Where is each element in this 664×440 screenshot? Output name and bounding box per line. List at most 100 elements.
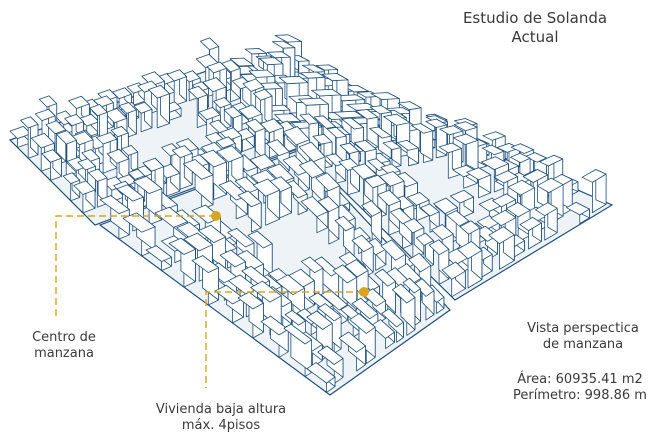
building-roof [343, 85, 369, 93]
centro-callout-line [55, 215, 216, 318]
building-roof [519, 216, 542, 232]
building [252, 178, 281, 226]
building-roof [300, 71, 326, 79]
building-roof [425, 118, 448, 128]
vivienda-callout-dot [359, 287, 369, 297]
building-roof [221, 59, 241, 73]
building-roof [38, 95, 58, 108]
building [396, 139, 419, 167]
building-roof [505, 201, 531, 218]
building [364, 237, 387, 271]
building-roof [492, 193, 516, 208]
vivienda-line-1: Vivienda baja altura [155, 402, 287, 417]
vivienda-line-2: máx. 4pisos [181, 418, 261, 433]
building-roof [419, 203, 440, 217]
building-roof [361, 200, 382, 217]
building [168, 237, 196, 288]
building-roof [275, 274, 305, 296]
building-roof [197, 224, 227, 244]
building-roof [355, 109, 379, 120]
building-roof [351, 234, 374, 253]
building-roof [183, 232, 213, 252]
building-roof [482, 131, 506, 141]
building-roof [466, 167, 492, 181]
building-roof [351, 297, 379, 320]
building-roof [312, 133, 333, 145]
building-roof [317, 345, 344, 365]
building-roof [341, 117, 364, 130]
building [133, 101, 153, 133]
building [338, 331, 366, 372]
building-roof [213, 97, 232, 109]
building-roof [299, 113, 319, 125]
building-roof [510, 143, 534, 154]
building-roof [237, 291, 264, 310]
building-roof [509, 152, 531, 164]
building [428, 239, 450, 285]
building-roof [77, 158, 96, 171]
building [166, 69, 188, 106]
building [382, 140, 402, 169]
building-roof [339, 142, 360, 155]
building-roof [441, 261, 466, 280]
building-roof [383, 113, 411, 126]
building-roof [198, 107, 221, 121]
building-roof [219, 249, 246, 268]
vivienda-annotation: Vivienda baja altura máx. 4pisos [136, 402, 306, 434]
building [402, 218, 425, 260]
building-roof [248, 69, 276, 78]
building [191, 255, 219, 306]
building-roof [313, 115, 337, 129]
building-roof [121, 145, 139, 156]
building-roof [284, 309, 307, 326]
building-roof [106, 148, 130, 164]
building-roof [99, 195, 130, 215]
building [351, 297, 379, 336]
building-roof [56, 130, 77, 145]
building-roof [298, 141, 326, 163]
building [566, 201, 590, 225]
building-roof [250, 280, 282, 303]
building-roof [171, 145, 193, 159]
building-roof [431, 224, 454, 241]
building [581, 169, 607, 214]
building-roof [317, 303, 342, 322]
building-roof [402, 218, 425, 234]
building-roof [89, 104, 108, 117]
building-roof [247, 230, 273, 249]
building-roof [133, 101, 153, 114]
building [411, 123, 434, 163]
building-roof [122, 212, 156, 233]
building-roof [457, 240, 483, 260]
building [415, 232, 434, 271]
building [268, 176, 293, 219]
building-roof [274, 34, 302, 43]
building-roof [118, 102, 137, 114]
building-roof [147, 84, 170, 99]
building-roof [391, 283, 416, 304]
building-roof [428, 239, 450, 256]
building-roof [334, 215, 355, 232]
building-roof [199, 149, 227, 168]
vista-line-2: de manzana [542, 337, 624, 352]
page-title: Estudio de Solanda Actual [430, 9, 640, 47]
building-roof [481, 144, 505, 156]
building-roof [237, 190, 262, 208]
building-roof [182, 159, 214, 180]
building-roof [380, 163, 401, 175]
building-roof [145, 245, 172, 262]
building [519, 216, 542, 250]
building-roof [370, 319, 395, 339]
building-roof [88, 168, 108, 182]
building-roof [278, 75, 309, 85]
building [147, 84, 170, 129]
building-roof [411, 123, 434, 134]
building-roof [242, 78, 265, 92]
building-roof [344, 259, 369, 278]
building-roof [446, 210, 470, 227]
building-roof [223, 106, 243, 119]
building-roof [229, 57, 255, 67]
building-roof [536, 177, 564, 194]
building [441, 261, 466, 298]
building-roof [374, 268, 396, 287]
